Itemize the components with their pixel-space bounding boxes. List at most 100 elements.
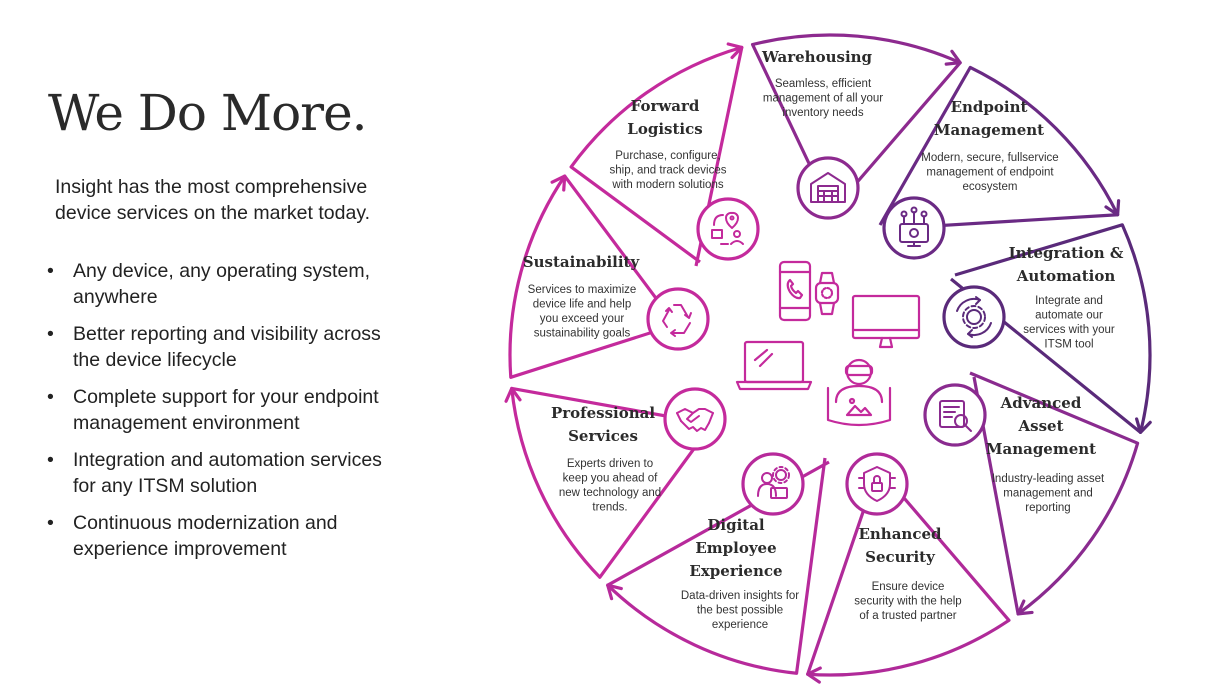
center-devices (735, 260, 921, 427)
feature-list-item: •Any device, any operating system,anywhe… (45, 258, 445, 310)
segment-title: Security (865, 548, 936, 566)
segment-description: ecosystem (963, 181, 1018, 193)
segment-outline (969, 371, 1140, 616)
segment-title: Management (986, 440, 1096, 458)
segment-description: services with your (1023, 324, 1115, 336)
feature-text-line: for any ITSM solution (73, 475, 258, 497)
warehouse-icon (796, 156, 860, 220)
bullet-dot: • (47, 260, 54, 282)
segment-description: Modern, secure, fullservice (921, 152, 1058, 164)
bullet-dot: • (47, 386, 54, 408)
segment-description: keep you ahead of (563, 473, 658, 485)
segment-title: Digital (707, 516, 765, 534)
monitor-network-icon (882, 196, 946, 260)
arrowhead (1135, 417, 1152, 435)
segment-advanced-asset-management[interactable]: AdvancedAssetManagementIndustry-leading … (923, 371, 1140, 616)
segment-title: Professional (551, 404, 655, 422)
arrowhead (726, 42, 744, 60)
segment-title: Enhanced (858, 525, 942, 543)
logistics-icon (696, 197, 760, 261)
segment-description: trends. (592, 502, 627, 514)
segment-description: Data-driven insights for (681, 590, 799, 602)
segment-description: Experts driven to (567, 458, 653, 470)
employee-gear-icon (741, 452, 805, 516)
arrowhead (806, 666, 822, 684)
segment-title: Experience (689, 562, 782, 580)
gear-cycle-icon (942, 285, 1006, 349)
segment-outline (750, 33, 962, 218)
feature-text-line: Better reporting and visibility across (73, 323, 381, 345)
segment-title: Asset (1018, 417, 1064, 435)
segment-description: experience (712, 619, 768, 631)
segment-title: Integration & (1009, 244, 1124, 262)
arrowhead (504, 386, 522, 403)
segment-description: of a trusted partner (859, 610, 956, 622)
segment-title: Automation (1016, 267, 1116, 285)
segment-outline (949, 223, 1152, 435)
segment-title: Sustainability (523, 253, 641, 271)
segment-description: you exceed your (540, 313, 625, 325)
feature-text-line: Continuous modernization and (73, 512, 338, 534)
arrowhead (1016, 599, 1034, 616)
segment-outline (569, 45, 744, 267)
segment-description: Seamless, efficient (775, 78, 872, 90)
intro-line: device services on the market today. (55, 202, 371, 224)
segment-title: Logistics (627, 120, 702, 138)
segment-title: Forward (631, 97, 700, 115)
segment-description: automate our (1035, 310, 1103, 322)
segment-outline (606, 457, 830, 675)
feature-text-line: Complete support for your endpoint (73, 386, 379, 408)
bullet-dot: • (47, 323, 54, 345)
desktop-monitor-icon (851, 294, 921, 349)
segment-description: Purchase, configure, (615, 150, 720, 162)
segment-title: Services (568, 427, 638, 445)
segment-description: Industry-leading asset (992, 473, 1105, 485)
recycle-icon (646, 287, 710, 351)
vr-headset-user-icon (826, 358, 892, 427)
feature-text-line: the device lifecycle (73, 349, 237, 371)
segment-outline (508, 174, 681, 379)
bullet-dot: • (47, 512, 54, 534)
shield-lock-icon (845, 452, 909, 516)
segment-description: device life and help (533, 299, 631, 311)
segment-title: Management (934, 121, 1044, 139)
arrowhead (944, 49, 962, 66)
segment-description: ship, and track devices (610, 165, 727, 177)
segment-outline (510, 386, 717, 579)
laptop-icon (735, 340, 813, 391)
segment-description: the best possible (697, 605, 783, 617)
smartwatch-icon (814, 271, 840, 316)
intro-text: Insight has the most comprehensive devic… (55, 174, 455, 226)
segment-description: new technology and (559, 487, 661, 499)
arrowhead (606, 583, 623, 601)
smartphone-icon (778, 260, 812, 322)
arrowhead (1104, 199, 1121, 217)
segment-description: with modern solutions (611, 179, 723, 191)
segment-description: management of all your (763, 93, 883, 105)
segment-description: reporting (1025, 502, 1070, 514)
segment-description: Integrate and (1035, 295, 1103, 307)
arrowhead (550, 174, 567, 192)
document-search-icon (923, 383, 987, 447)
segment-title: Warehousing (761, 48, 873, 66)
feature-list: •Any device, any operating system,anywhe… (45, 258, 445, 573)
segment-description: inventory needs (782, 107, 863, 119)
segment-title: Employee (695, 539, 776, 557)
segment-description: Ensure device (872, 581, 945, 593)
intro-line: Insight has the most comprehensive (55, 176, 368, 198)
feature-list-item: • Better reporting and visibility across t… (45, 321, 445, 373)
handshake-icon (663, 387, 727, 451)
page-title: We Do More. (48, 84, 368, 142)
bullet-dot: • (47, 449, 54, 471)
